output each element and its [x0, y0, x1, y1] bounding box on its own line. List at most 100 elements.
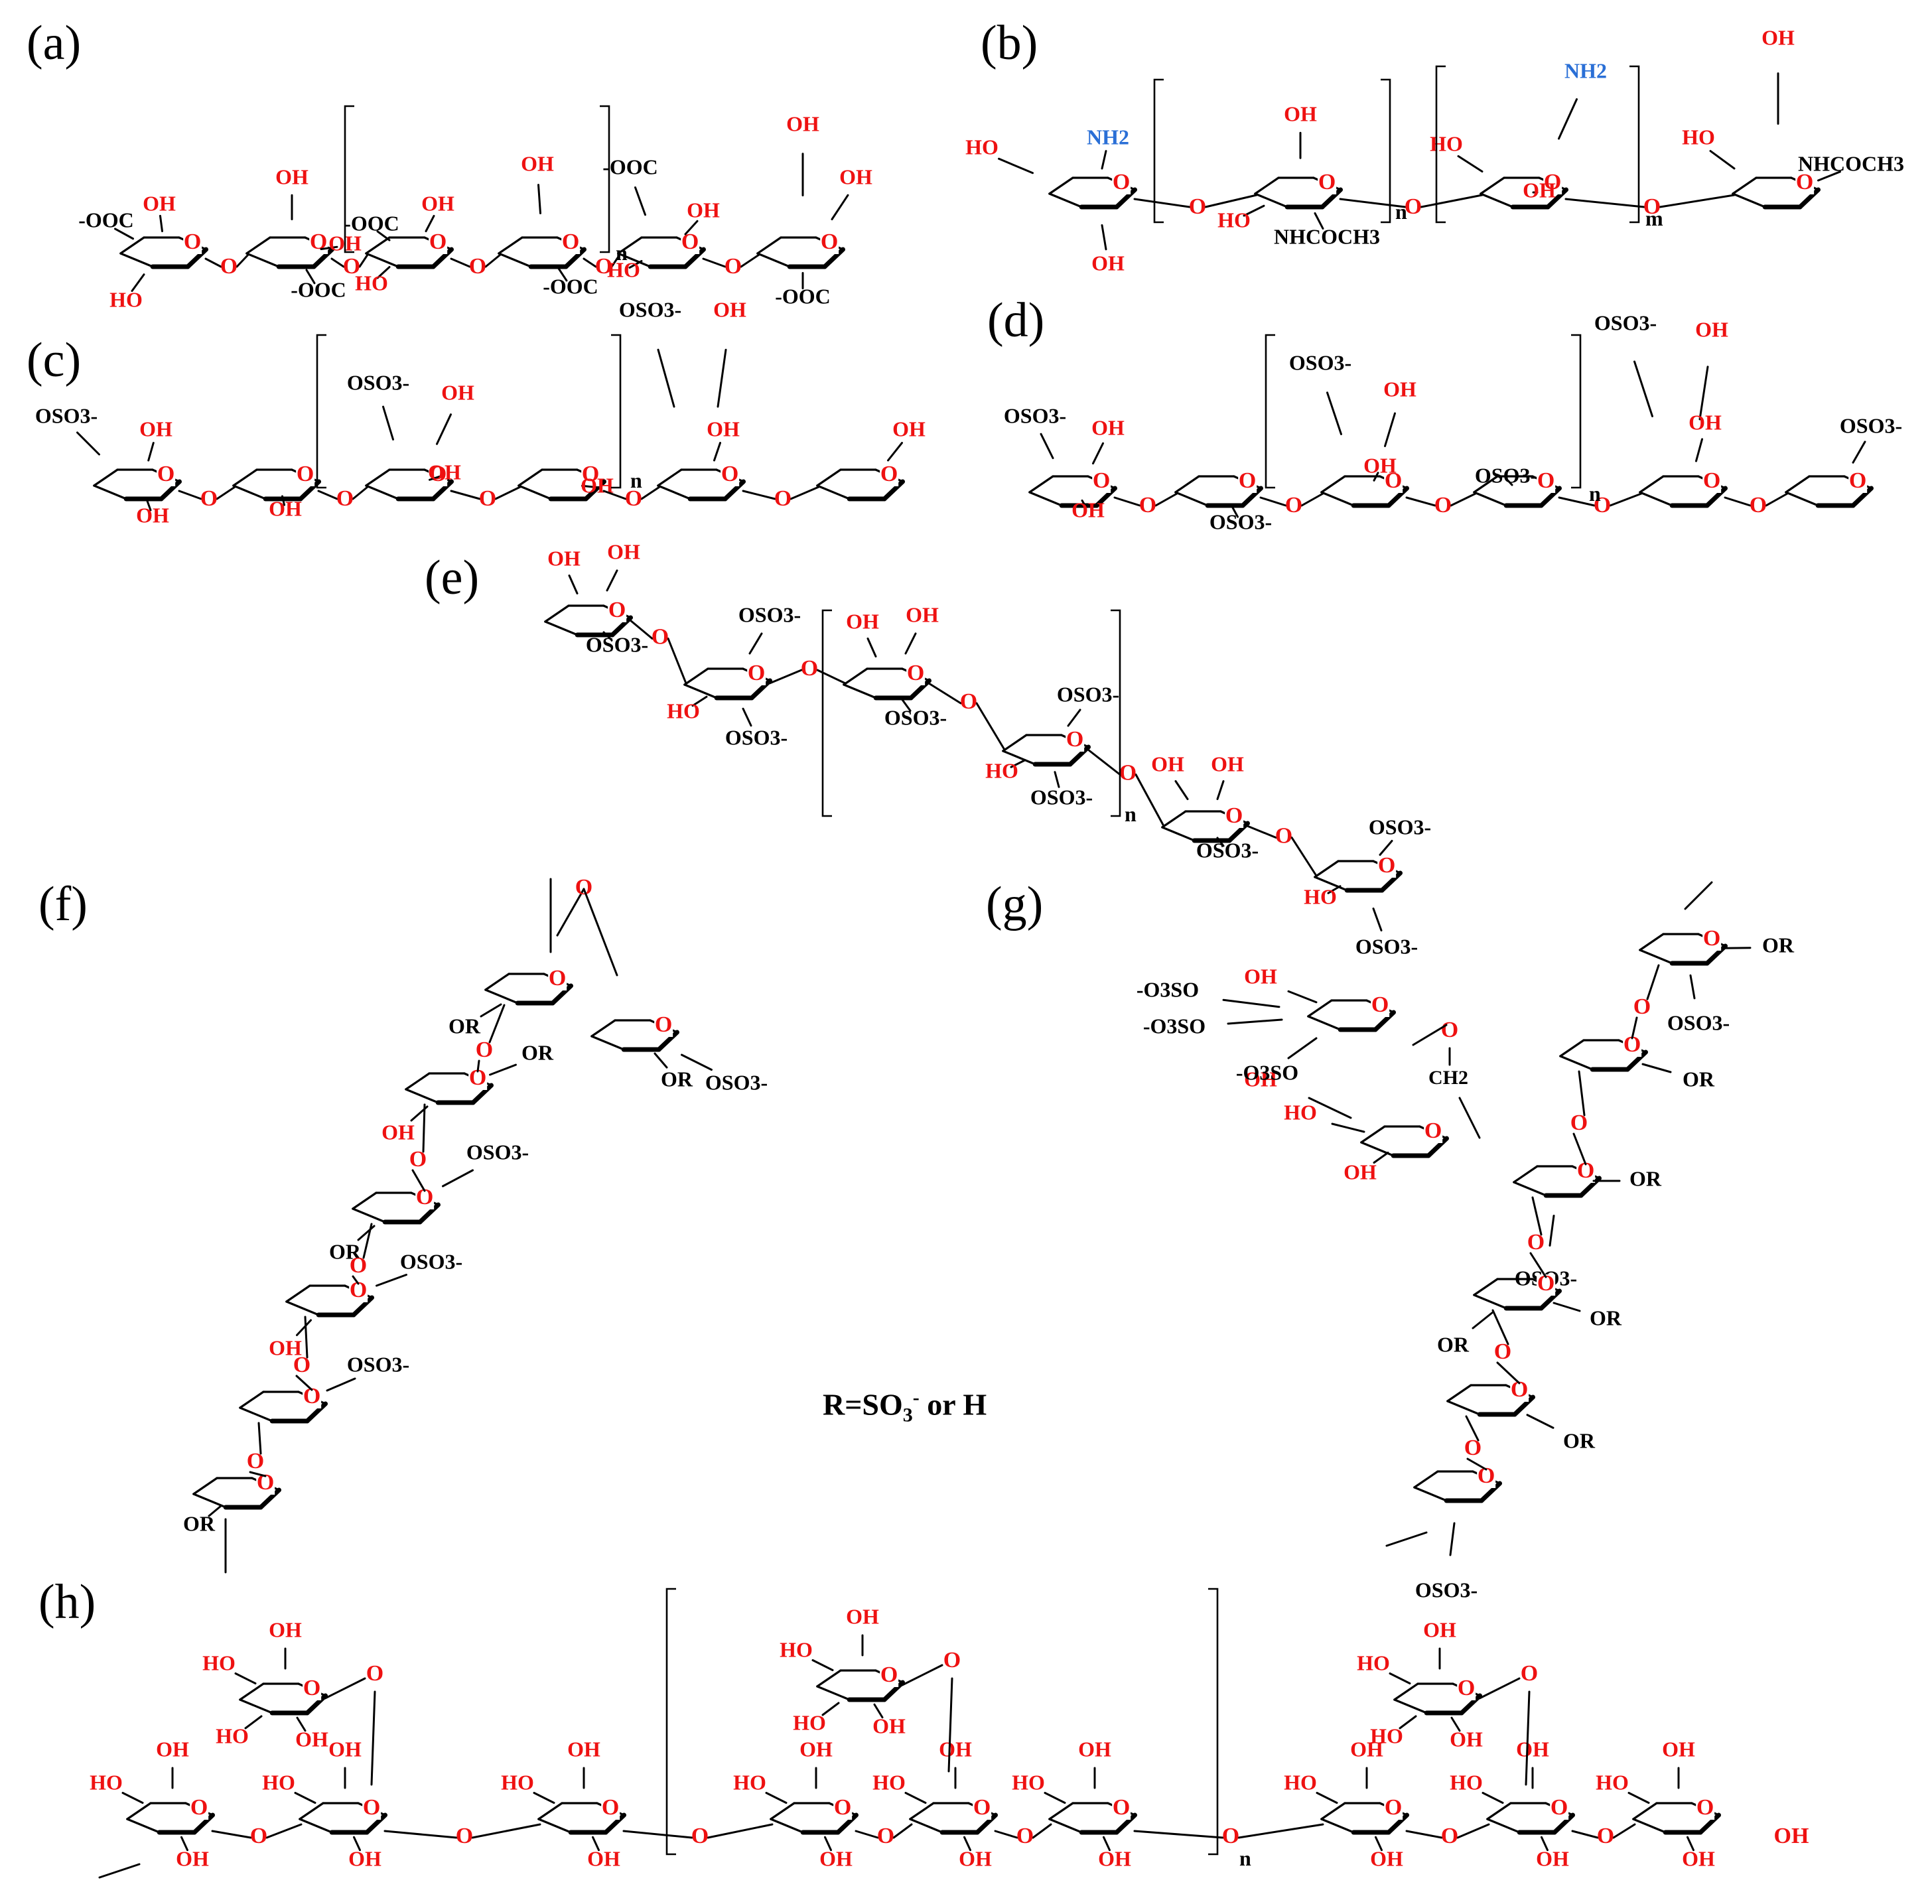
- glycosidic-bond: [236, 253, 249, 268]
- substituent-bond: [1216, 780, 1225, 800]
- ring-oxygen: O: [608, 598, 626, 622]
- ring-oxygen: O: [416, 1185, 433, 1209]
- substituent-label: OH: [421, 191, 454, 215]
- ring-oxygen: O: [350, 1278, 367, 1302]
- substituent-label: OSO3-: [1369, 815, 1431, 839]
- ring-bond: [1320, 1818, 1355, 1834]
- substituent-label: HO: [1357, 1651, 1390, 1674]
- glycosidic-oxygen: O: [1405, 194, 1422, 219]
- glycosidic-bond: [1558, 496, 1596, 507]
- ring-bond: [1174, 475, 1200, 494]
- substituent-label: OH: [176, 1846, 209, 1870]
- branch-ch2: CH2: [1428, 1067, 1468, 1089]
- glycosidic-bond: [640, 486, 661, 500]
- ring-bond: [1486, 1802, 1512, 1820]
- glycosidic-bond: [450, 257, 471, 268]
- ring-oxygen-bg: [1457, 1679, 1476, 1700]
- substituent-bond: [353, 1836, 361, 1852]
- ring-oxygen: O: [1537, 1271, 1554, 1296]
- substituent-label: OH: [547, 546, 581, 570]
- ring-bond: [822, 247, 845, 269]
- ring-bond: [1413, 1470, 1439, 1489]
- glycosidic-oxygen: O: [200, 486, 218, 511]
- ring-bond: [816, 1669, 842, 1688]
- glycosidic-bond: [1496, 1361, 1521, 1385]
- ring-oxygen: O: [1696, 1795, 1714, 1820]
- ring-bond: [232, 468, 258, 487]
- substituent-label: OR: [1563, 1428, 1596, 1452]
- ring-oxygen-bg: [1225, 807, 1244, 828]
- substituent-bond: [326, 1377, 356, 1392]
- substituent-bond: [1552, 1302, 1581, 1312]
- glycosidic-oxygen: O: [409, 1147, 427, 1172]
- ring-bond: [1639, 475, 1665, 494]
- glycosidic-oxygen: O: [1597, 1824, 1614, 1848]
- glycosidic-bond: [1133, 198, 1191, 208]
- substituent-label: OSO3-: [466, 1140, 529, 1164]
- ring-bond: [1704, 486, 1728, 508]
- index-e-n: n: [1125, 802, 1137, 826]
- ring-bond: [816, 1685, 851, 1701]
- glycosidic-oxygen: O: [1633, 994, 1651, 1019]
- ring-bond: [1386, 1812, 1409, 1835]
- panel-label-e: (e): [425, 551, 480, 605]
- ring-bond: [1785, 491, 1819, 507]
- glycosidic-bond: [352, 1275, 360, 1285]
- glycosidic-bond: [816, 669, 847, 685]
- substituent-label: OH: [1071, 498, 1105, 521]
- ring-bond: [192, 1493, 227, 1509]
- substituent-label: NHCOCH3: [1798, 151, 1904, 175]
- substituent-label: OH: [1423, 1617, 1456, 1641]
- substituent-label: OH: [1516, 1737, 1549, 1761]
- ring-bond: [351, 1295, 374, 1318]
- ring-bond: [909, 1818, 943, 1834]
- substituent-label: OH: [1350, 1737, 1383, 1761]
- ring-oxygen-bg: [1371, 996, 1390, 1017]
- ring-oxygen: O: [184, 230, 201, 254]
- substituent-label: -OOC: [543, 274, 598, 298]
- ring-bond: [656, 1030, 679, 1052]
- glycosidic-bond: [667, 638, 687, 685]
- substituent-label: OH: [521, 151, 554, 175]
- glycosidic-bond: [1466, 1458, 1487, 1471]
- substituent-label: OH: [786, 111, 819, 135]
- ring-bond: [1413, 1486, 1448, 1502]
- ring-oxygen-bg: [681, 233, 700, 254]
- substituent-label: OH: [939, 1737, 972, 1761]
- glycosidic-bond: [583, 257, 597, 268]
- ring-oxygen-bg: [1550, 1799, 1569, 1820]
- branch-oxygen: O: [943, 1648, 961, 1672]
- substituent-bond: [657, 348, 675, 408]
- ring-oxygen-bg: [581, 465, 600, 486]
- substituent-bond: [1375, 1836, 1383, 1852]
- ring-bond: [909, 1802, 935, 1820]
- substituent-bond: [717, 348, 727, 408]
- substituent-label: HO: [1430, 131, 1463, 155]
- substituent-bond: [1482, 1792, 1504, 1804]
- substituent-label: OR: [1683, 1067, 1715, 1091]
- ring-oxygen-bg: [1702, 929, 1722, 951]
- bracket-b2-right: [1629, 65, 1640, 224]
- glycosidic-oxygen: O: [1139, 493, 1156, 517]
- ring-bond: [518, 468, 543, 487]
- bracket-h-right: [1208, 1588, 1219, 1856]
- substituent-bond: [1389, 1672, 1411, 1684]
- ring-bond: [544, 620, 579, 636]
- substituent-label: OSO3-: [347, 370, 409, 394]
- substituent-label: OR: [448, 1014, 481, 1038]
- glycosidic-oxygen: O: [336, 486, 354, 511]
- glycosidic-oxygen: O: [1189, 194, 1206, 219]
- glycosidic-bond: [556, 888, 585, 937]
- ring-oxygen: O: [297, 462, 314, 486]
- ring-bond: [617, 252, 652, 268]
- glycosidic-oxygen: O: [476, 1038, 493, 1062]
- ring-oxygen: O: [1113, 1795, 1130, 1820]
- substituent-bond: [1222, 998, 1280, 1008]
- glycosidic-bond: [484, 253, 502, 268]
- ring-bond: [657, 484, 691, 500]
- ring-bond: [299, 1818, 333, 1834]
- substituent-bond: [1457, 155, 1484, 172]
- substituent-bond: [628, 260, 643, 269]
- ring-bond: [126, 1818, 161, 1834]
- ring-bond: [192, 1812, 215, 1835]
